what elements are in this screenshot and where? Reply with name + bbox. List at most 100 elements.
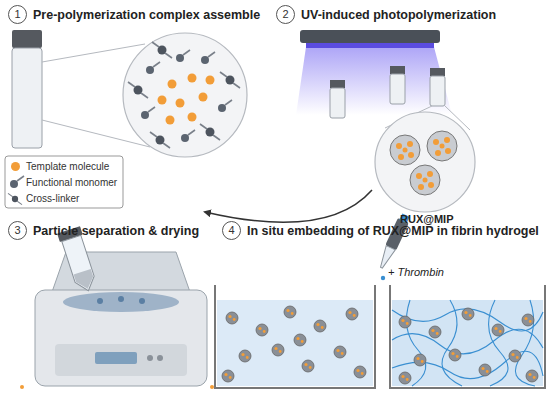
lamp-tube [306,43,434,48]
vial-cap [12,30,42,48]
fiber [392,309,543,331]
liquid [392,300,543,386]
zoom-disc [123,33,247,157]
cross-linker [152,42,172,58]
zoom-line [42,44,145,62]
functional-monomer [218,100,232,112]
well-before [215,285,375,388]
legend-entry: Template molecule [26,161,109,172]
template-molecule [158,96,167,105]
dot [210,385,214,389]
functional-monomer [201,52,215,64]
fibrin-mesh [392,300,543,386]
functional-monomer [141,107,155,119]
step-number: 1 [8,5,27,24]
particle [334,346,346,358]
particle [272,344,284,356]
fiber [406,300,425,386]
functional-monomer [181,130,195,142]
particle [492,324,504,336]
particle [284,306,296,318]
centrifuge-body [35,290,207,386]
vial [330,80,345,118]
vial-body [390,74,405,104]
mip-particle [410,165,440,195]
template-molecule [199,93,208,102]
well-wall [215,285,375,388]
particle [314,320,326,332]
particle [239,350,251,362]
particle [222,370,234,382]
legend-monomer-icon [10,176,24,188]
particle [226,312,238,324]
template-molecule [176,99,185,108]
step-heading: 4In situ embedding of RUX@MIP in fibrin … [222,221,539,240]
particle [522,314,534,326]
vial [12,30,42,148]
liquid [217,300,373,386]
vial [390,66,405,104]
tube-body [62,235,98,293]
particle [429,326,441,338]
rotor [63,292,179,312]
template-molecule [168,80,177,89]
fiber [392,329,543,354]
particle [256,324,268,336]
template-molecule [188,113,197,122]
well-after [390,285,545,388]
cross-linker [128,82,148,98]
vial-body [12,48,42,148]
step-title: In situ embedding of RUX@MIP in fibrin h… [247,224,539,238]
particle [346,308,358,320]
rotor-slot [97,298,103,304]
reagent-label: + Thrombin [388,266,444,278]
step-heading: 3Particle separation & drying [8,221,199,240]
zoom-disc [375,112,475,212]
uv-light [296,47,452,115]
zoom-circle [123,33,247,157]
particle [399,372,411,384]
pellet [74,269,97,292]
vial-body [430,76,445,106]
step-title: Particle separation & drying [33,224,199,238]
functional-monomer [146,62,160,74]
step-heading: 1 Pre-polymerization complex assemble [8,5,260,24]
legend-entry: Cross-linker [26,193,79,204]
particle [526,370,538,382]
mip-particle [427,131,457,161]
fiber [489,300,508,386]
particle-label: RUX@MIP [400,213,454,225]
step-title: Pre-polymerization complex assemble [33,8,260,22]
legend-frame [5,156,123,208]
rotor-slot [139,298,145,304]
legend-crosslinker-icon [8,193,22,204]
particle [302,360,314,372]
functional-monomer [176,50,190,62]
centrifuge [35,252,207,386]
step-number: 2 [276,5,295,24]
flow-arrow [205,190,372,222]
vial-cap [330,80,345,88]
template-molecule [166,116,175,125]
rotor-slot [118,296,124,302]
vial-body [330,88,345,118]
well-wall [390,285,545,388]
droplet [381,276,385,280]
cross-linker [220,72,240,88]
particle [399,316,411,328]
front-panel [55,344,187,376]
legend-text: Cross-linker [26,193,79,204]
particle [294,334,306,346]
dot [20,385,24,389]
template-molecule [188,74,197,83]
cross-linker [200,124,220,140]
uv-lamp [296,30,452,115]
template-molecule [206,76,215,85]
knob [157,355,163,361]
particle [462,308,474,320]
particle [449,349,461,361]
cross-linker [150,132,170,148]
particle [509,350,521,362]
